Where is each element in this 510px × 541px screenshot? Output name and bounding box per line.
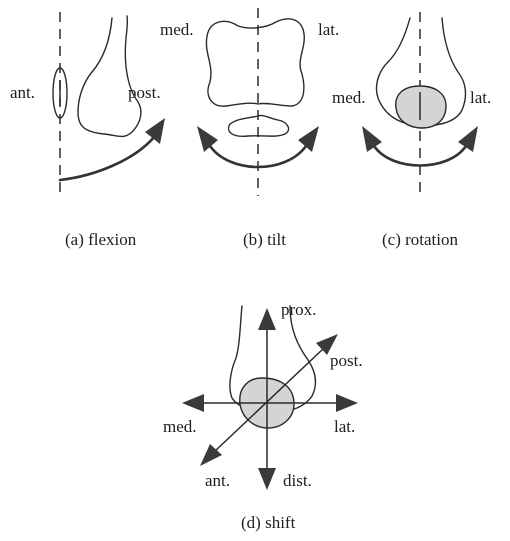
- tilt-right-arrowhead: [298, 126, 319, 152]
- label-lat: lat.: [470, 88, 491, 107]
- shift-diagonal-axis: [214, 348, 324, 452]
- label-med: med.: [332, 88, 366, 107]
- panel-shift: prox. post. med. lat. ant. dist. (d) shi…: [163, 300, 363, 532]
- rotation-right-arrowhead: [458, 126, 478, 152]
- label-med: med.: [163, 417, 197, 436]
- panel-flexion: ant. post. (a) flexion: [10, 12, 165, 249]
- flexion-arrowhead: [145, 118, 165, 144]
- panel-tilt: med. lat. (b) tilt: [160, 8, 339, 249]
- label-post: post.: [330, 351, 363, 370]
- label-prox: prox.: [281, 300, 316, 319]
- tilt-left-arrowhead: [197, 126, 218, 152]
- shift-dist-arrowhead: [258, 468, 276, 490]
- flexion-femur-outline: [78, 16, 141, 136]
- shift-med-arrowhead: [182, 394, 204, 412]
- caption-tilt: (b) tilt: [243, 230, 286, 249]
- shift-prox-arrowhead: [258, 308, 276, 330]
- panel-rotation: med. lat. (c) rotation: [332, 12, 491, 249]
- caption-shift: (d) shift: [241, 513, 296, 532]
- label-dist: dist.: [283, 471, 312, 490]
- label-med: med.: [160, 20, 194, 39]
- label-lat: lat.: [318, 20, 339, 39]
- rotation-patella-shaded: [396, 86, 446, 128]
- rotation-left-arrowhead: [362, 126, 382, 152]
- caption-flexion: (a) flexion: [65, 230, 137, 249]
- label-ant: ant.: [10, 83, 35, 102]
- shift-lat-arrowhead: [336, 394, 358, 412]
- label-ant: ant.: [205, 471, 230, 490]
- label-lat: lat.: [334, 417, 355, 436]
- tilt-femur-outline: [206, 19, 304, 106]
- label-post: post.: [128, 83, 161, 102]
- caption-rotation: (c) rotation: [382, 230, 458, 249]
- flexion-arc-arrow: [60, 136, 155, 180]
